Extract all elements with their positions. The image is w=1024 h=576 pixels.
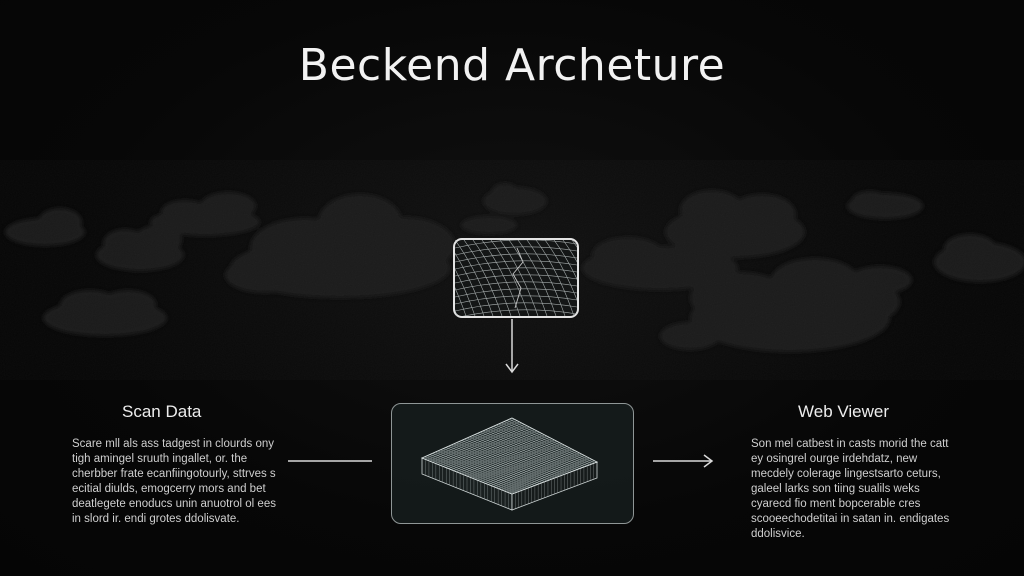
- top-wireframe-card: [453, 238, 579, 318]
- scan-data-heading: Scan Data: [122, 402, 202, 421]
- web-viewer-description: Son mel catbest in casts morid the catt …: [751, 438, 950, 540]
- web-viewer-heading: Web Viewer: [798, 402, 890, 421]
- wireframe-terrain-icon: [455, 240, 577, 316]
- page-title: Beckend Archeture: [298, 40, 726, 91]
- scan-data-description: Scare mll als ass tadgest in clourds ony…: [72, 438, 276, 525]
- arrow-down-connector: [505, 319, 519, 374]
- center-mesh-card: [391, 403, 634, 524]
- arrow-right-connector: [653, 454, 714, 468]
- point-cloud-mesh-icon: [420, 417, 599, 511]
